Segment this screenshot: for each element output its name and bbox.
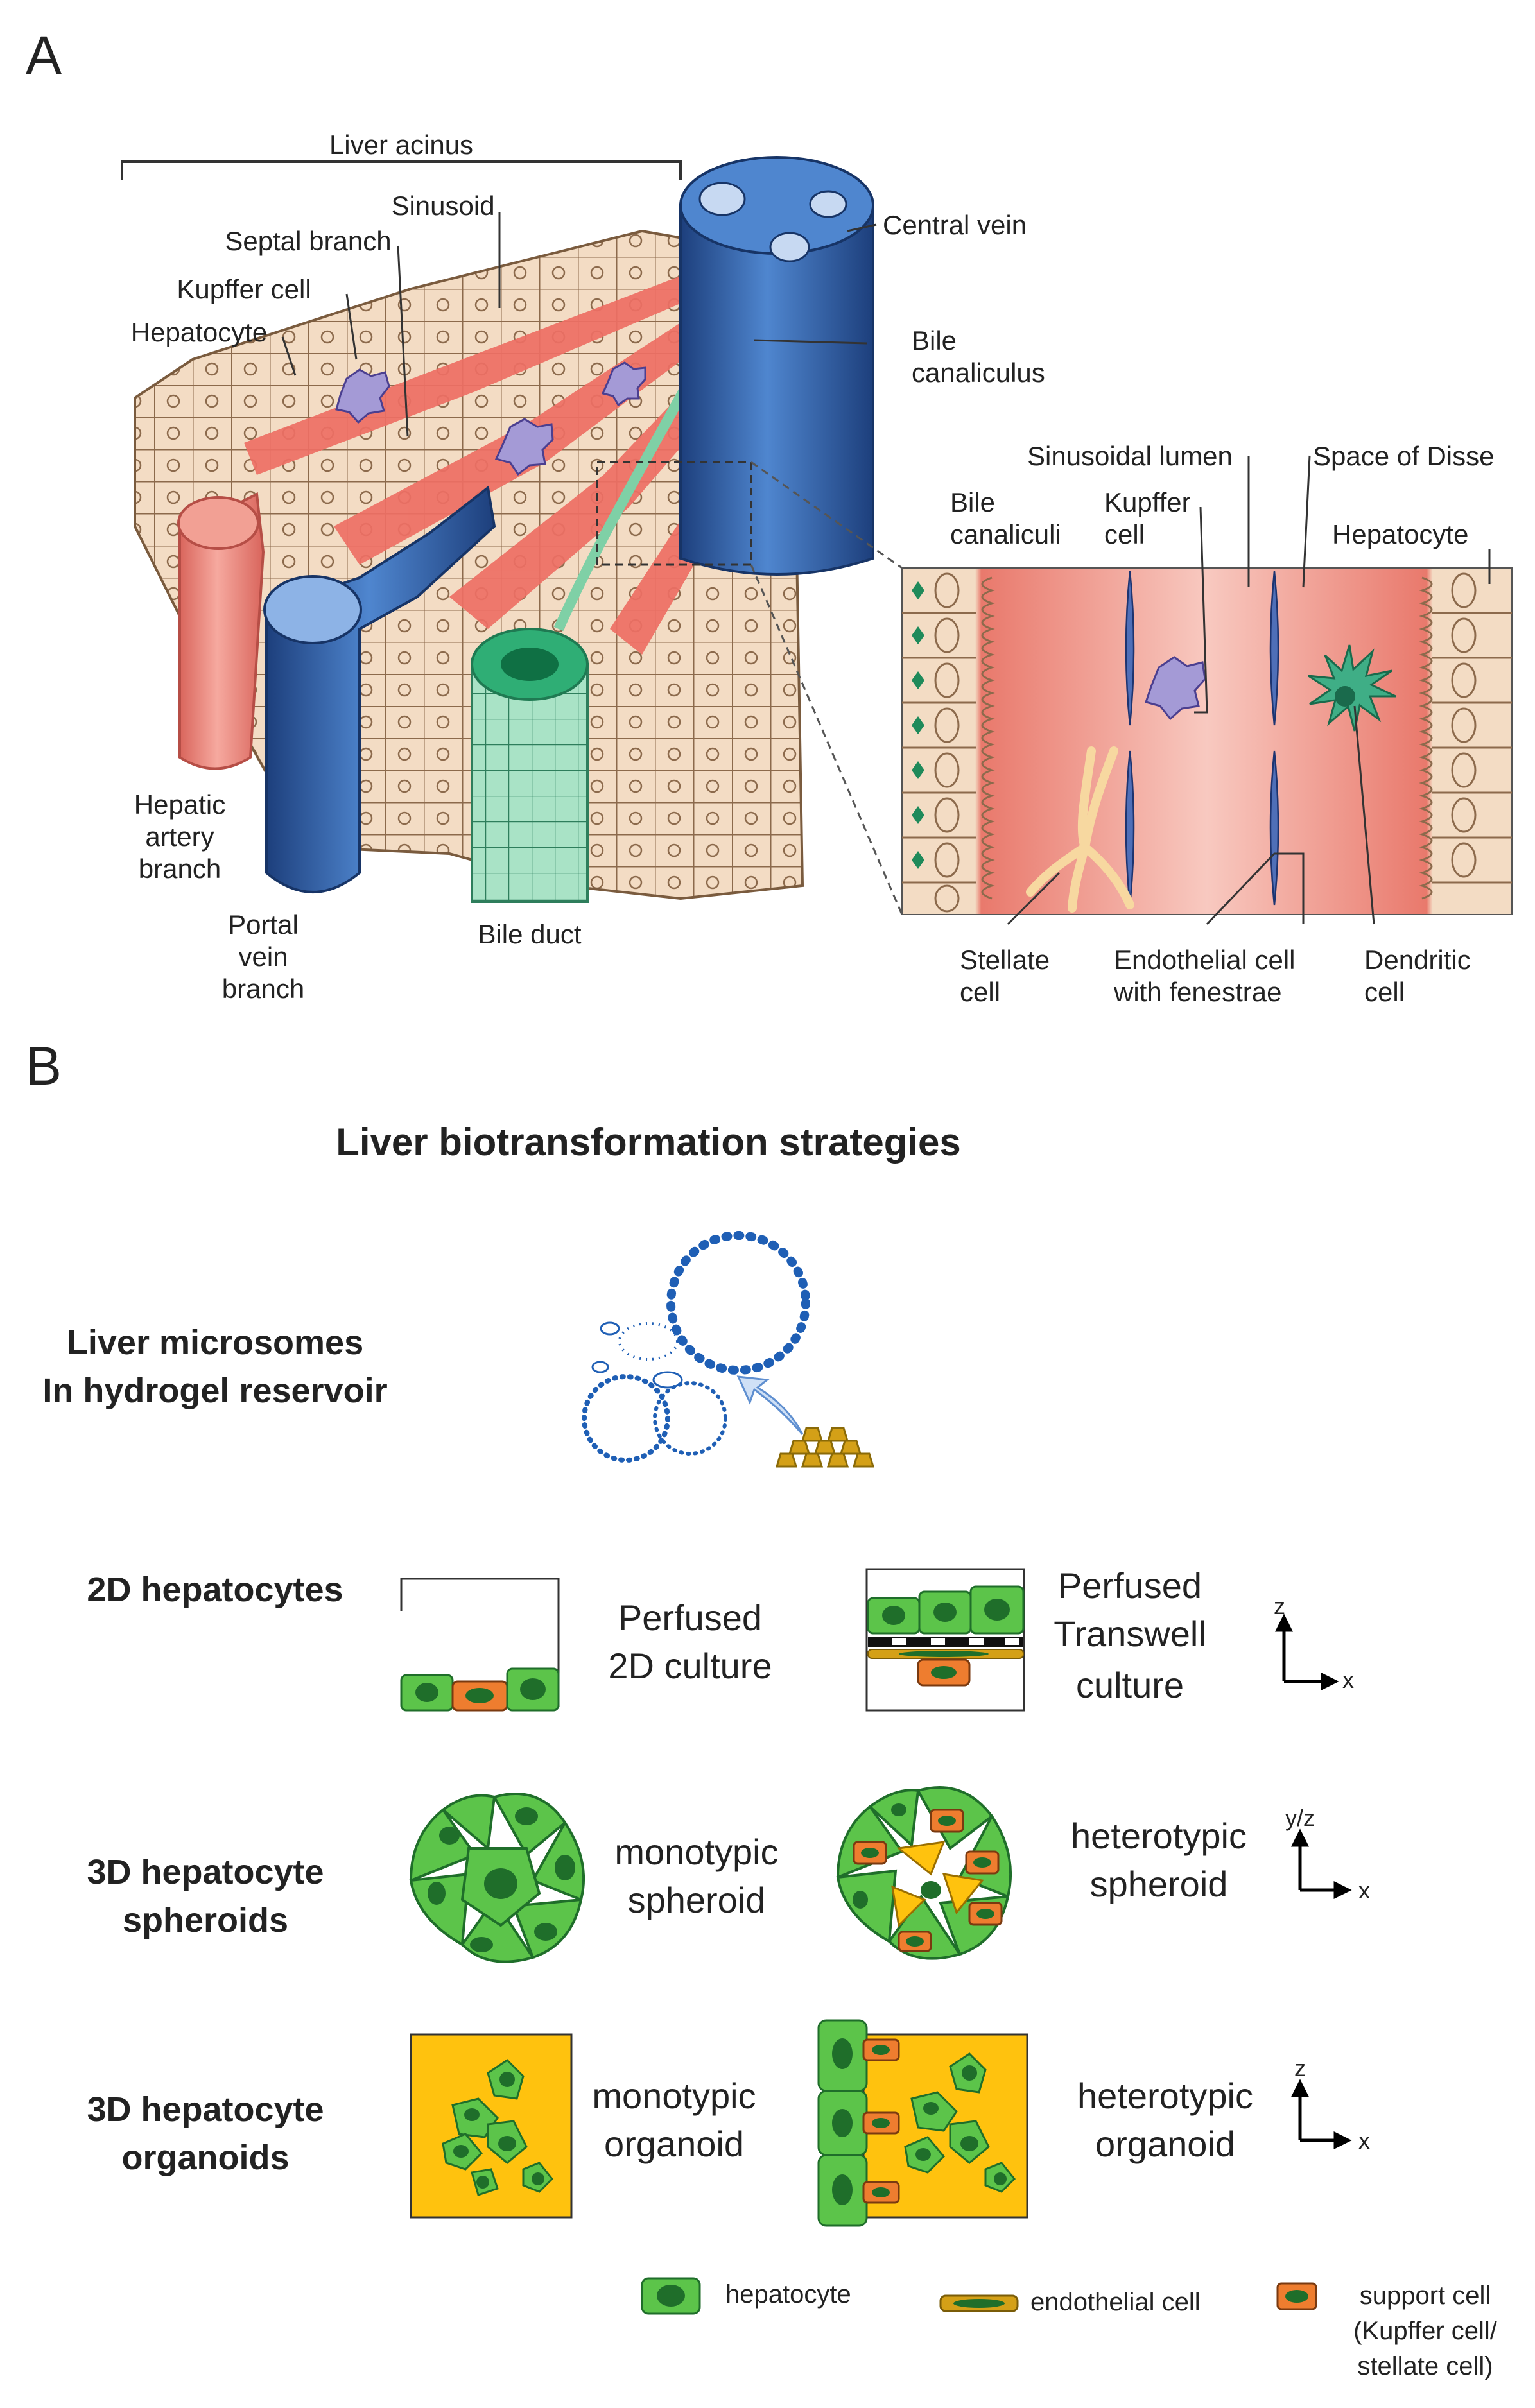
panel-a-label: A [26, 25, 62, 85]
portal-vein-branch [263, 485, 496, 893]
row-2d-hepatocytes-label: 2D hepatocytes [87, 1570, 343, 1609]
caption-transwell-3: culture [1076, 1665, 1184, 1705]
hepatic-artery-label-3: branch [139, 854, 221, 884]
central-vein [679, 156, 874, 576]
microsome-illustration [582, 1231, 810, 1463]
dendritic-cell-label-1: Dendritic [1364, 945, 1471, 975]
row-microsomes-label-2: In hydrogel reservoir [42, 1372, 387, 1410]
bile-duct [471, 628, 589, 903]
dendritic-cell-label-2: cell [1364, 977, 1405, 1007]
kupffer-cell-3 [601, 361, 646, 407]
caption-mono-organoid-1: monotypic [592, 2076, 756, 2116]
caption-hetero-organoid-2: organoid [1095, 2124, 1235, 2164]
caption-mono-spheroid-1: monotypic [614, 1832, 778, 1872]
bile-canaliculi-label-2: canaliculi [950, 519, 1061, 549]
caption-mono-organoid-2: organoid [604, 2124, 744, 2164]
row-spheroids-label-1: 3D hepatocyte [87, 1853, 324, 1891]
bile-canaliculi-label-1: Bile [950, 487, 995, 517]
caption-transwell-1: Perfused [1058, 1565, 1202, 1606]
hydrogel-particles [775, 1427, 875, 1468]
legend-endothelial-swatch [939, 2294, 1019, 2312]
axis-row-spheroid-horizontal: x [1358, 1877, 1370, 1904]
row-organoids-label-1: 3D hepatocyte [87, 2090, 324, 2129]
legend-hepatocyte-label: hepatocyte [725, 2280, 851, 2309]
axis-row-spheroid-vertical: y/z [1285, 1805, 1315, 1831]
monotypic-organoid-diagram [410, 2033, 573, 2219]
inset-dendritic-cell [1308, 644, 1396, 732]
row-organoids-label-2: organoids [121, 2138, 289, 2177]
sinusoidal-lumen-label: Sinusoidal lumen [1027, 441, 1233, 471]
liver-acinus-bracket [121, 160, 682, 180]
space-of-disse-label: Space of Disse [1313, 441, 1494, 471]
legend-support-label-3: stellate cell) [1357, 2352, 1493, 2380]
portal-vein-label-1: Portal [228, 909, 299, 940]
inset-kupffer-label-2: cell [1104, 519, 1145, 549]
legend-support-label-1: support cell [1360, 2282, 1491, 2310]
kupffer-cell-2 [494, 418, 554, 476]
bile-canaliculus-label-1: Bile [912, 325, 957, 356]
panel-a: A Liver acinus [26, 25, 1513, 1007]
endothelial-cell-label-1: Endothelial cell [1114, 945, 1296, 975]
axes-row-spheroid [1290, 1828, 1352, 1900]
caption-hetero-spheroid-2: spheroid [1090, 1864, 1228, 1904]
stellate-cell-label-1: Stellate [960, 945, 1050, 975]
septal-branch-label: Septal branch [225, 226, 391, 256]
legend-hepatocyte-swatch [641, 2277, 701, 2315]
endothelial-cell-label-2: with fenestrae [1113, 977, 1281, 1007]
inset-kupffer-cell [1145, 656, 1206, 721]
stellate-cell-label-2: cell [960, 977, 1000, 1007]
central-vein-label: Central vein [883, 210, 1027, 240]
caption-hetero-spheroid-1: heterotypic [1071, 1816, 1247, 1856]
inset-hepatocyte-label: Hepatocyte [1332, 519, 1468, 549]
inset-stellate-cell [1026, 746, 1134, 913]
legend-endothelial-label: endothelial cell [1030, 2288, 1201, 2316]
bile-canaliculus-label-2: canaliculus [912, 357, 1045, 388]
legend: hepatocyte endothelial cell support cell… [641, 2277, 1498, 2380]
axis-row-2d-horizontal: x [1342, 1667, 1354, 1693]
panel-b-label: B [26, 1036, 62, 1096]
caption-perfused-2d-1: Perfused [618, 1597, 762, 1638]
panel-b: B Liver biotransformation strategies Liv… [26, 1036, 1498, 2380]
portal-vein-label-2: vein [238, 942, 288, 972]
sinusoid-label: Sinusoid [391, 191, 494, 221]
inset-bile-canaliculi-marks [912, 581, 924, 869]
row-spheroids-label-2: spheroids [123, 1901, 288, 1939]
row-microsomes-label-1: Liver microsomes [67, 1323, 363, 1362]
zoom-leader-lines [750, 461, 903, 915]
axis-row-organoid-vertical: z [1294, 2055, 1306, 2081]
hepatic-artery-branch [177, 492, 265, 770]
zoom-region-box [596, 461, 752, 566]
caption-transwell-2: Transwell [1054, 1613, 1206, 1654]
legend-support-cell-swatch [1276, 2282, 1317, 2310]
axis-row-2d-vertical: z [1274, 1593, 1285, 1619]
hepatic-artery-label-2: artery [145, 821, 214, 852]
portal-vein-label-3: branch [222, 974, 304, 1004]
inset-kupffer-label-1: Kupffer [1104, 487, 1191, 517]
axes-row-organoid [1290, 2079, 1352, 2150]
liver-acinus-label: Liver acinus [329, 130, 473, 160]
hepatocyte-label: Hepatocyte [131, 317, 267, 347]
panel-a-leader-lines [281, 212, 877, 437]
inset-leader-lines [1007, 455, 1491, 925]
inset-right-hepatocytes [1419, 572, 1512, 900]
caption-mono-spheroid-2: spheroid [628, 1880, 766, 1920]
heterotypic-spheroid-diagram [836, 1786, 1012, 1960]
legend-support-label-2: (Kupffer cell/ [1353, 2317, 1498, 2345]
kupffer-cell-label: Kupffer cell [177, 274, 311, 304]
bile-duct-label: Bile duct [478, 919, 581, 949]
perfused-2d-culture-diagram [400, 1578, 560, 1712]
kupffer-cell-1 [335, 368, 390, 424]
caption-hetero-organoid-1: heterotypic [1077, 2076, 1253, 2116]
monotypic-spheroid-diagram [409, 1793, 585, 1963]
inset-left-hepatocytes [902, 572, 995, 913]
transwell-culture-diagram [865, 1568, 1025, 1712]
sinusoid-inset [901, 567, 1513, 915]
axis-row-organoid-horizontal: x [1358, 2128, 1370, 2154]
axes-row-2d [1274, 1613, 1339, 1691]
heterotypic-organoid-diagram [817, 2019, 1028, 2227]
caption-perfused-2d-2: 2D culture [608, 1646, 772, 1686]
panel-b-title: Liver biotransformation strategies [336, 1121, 961, 1164]
hepatic-artery-label-1: Hepatic [134, 789, 225, 820]
